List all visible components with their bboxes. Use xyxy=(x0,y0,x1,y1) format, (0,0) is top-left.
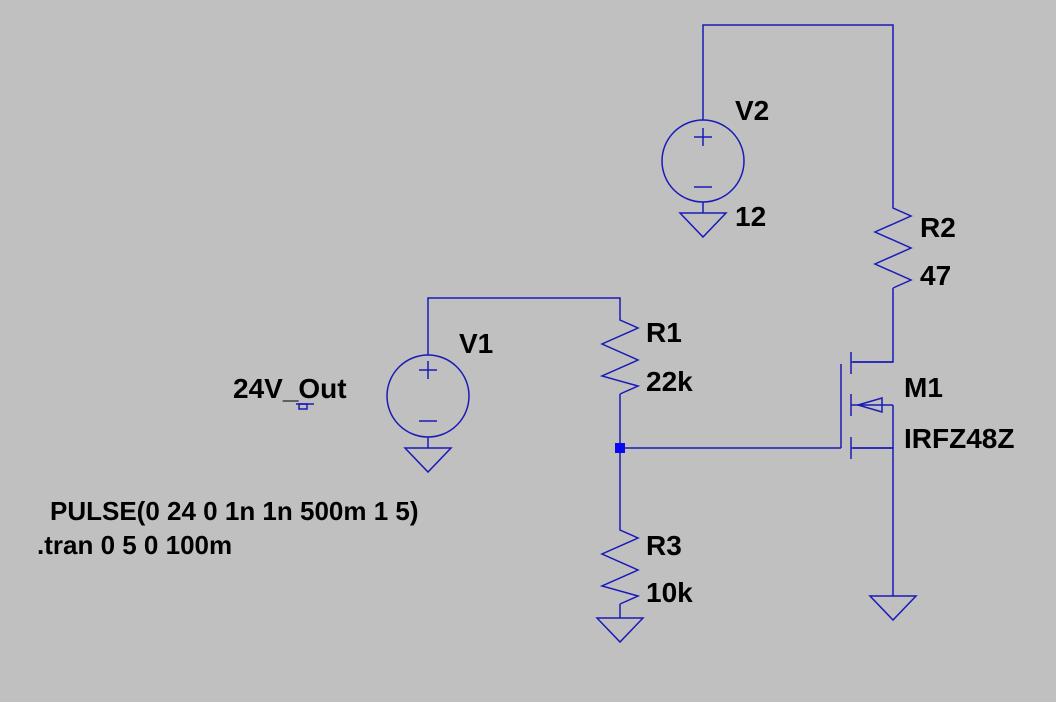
resistor-r1-icon[interactable] xyxy=(599,312,641,395)
r2-value-label[interactable]: 47 xyxy=(920,260,951,291)
tran-directive[interactable]: .tran 0 5 0 100m xyxy=(37,530,232,560)
resistor-r3-icon[interactable] xyxy=(599,522,641,605)
r3-name-label[interactable]: R3 xyxy=(646,530,682,561)
net-label-text[interactable]: 24V_Out xyxy=(233,373,347,404)
wire-r2-drain[interactable] xyxy=(853,288,894,363)
ground-v2-icon xyxy=(678,212,728,239)
m1-name-label[interactable]: M1 xyxy=(904,372,943,403)
r1-name-label[interactable]: R1 xyxy=(646,317,682,348)
v1-name-label[interactable]: V1 xyxy=(459,328,493,359)
v1-value-label[interactable]: PULSE(0 24 0 1n 1n 500m 1 5) xyxy=(50,496,419,526)
net-label-flag-icon[interactable] xyxy=(296,403,314,410)
m1-value-label[interactable]: IRFZ48Z xyxy=(904,423,1014,454)
r2-name-label[interactable]: R2 xyxy=(920,212,956,243)
voltage-source-v1[interactable] xyxy=(386,354,470,448)
wire-v1-r1[interactable] xyxy=(427,297,621,355)
mosfet-m1-icon[interactable] xyxy=(840,352,894,459)
v2-value-label[interactable]: 12 xyxy=(735,201,766,232)
resistor-r2-icon[interactable] xyxy=(873,200,913,289)
ground-m1-icon xyxy=(868,595,918,622)
ground-r3-icon xyxy=(595,617,645,644)
v2-name-label[interactable]: V2 xyxy=(735,95,769,126)
ground-v1-icon xyxy=(403,447,453,474)
voltage-source-v2[interactable] xyxy=(661,119,745,213)
wire-v2-r2[interactable] xyxy=(702,24,894,200)
wire-source-gnd[interactable] xyxy=(853,447,894,596)
wires xyxy=(427,24,894,618)
r3-value-label[interactable]: 10k xyxy=(646,577,693,608)
r1-value-label[interactable]: 22k xyxy=(646,366,693,397)
junction-dot[interactable] xyxy=(615,443,625,453)
